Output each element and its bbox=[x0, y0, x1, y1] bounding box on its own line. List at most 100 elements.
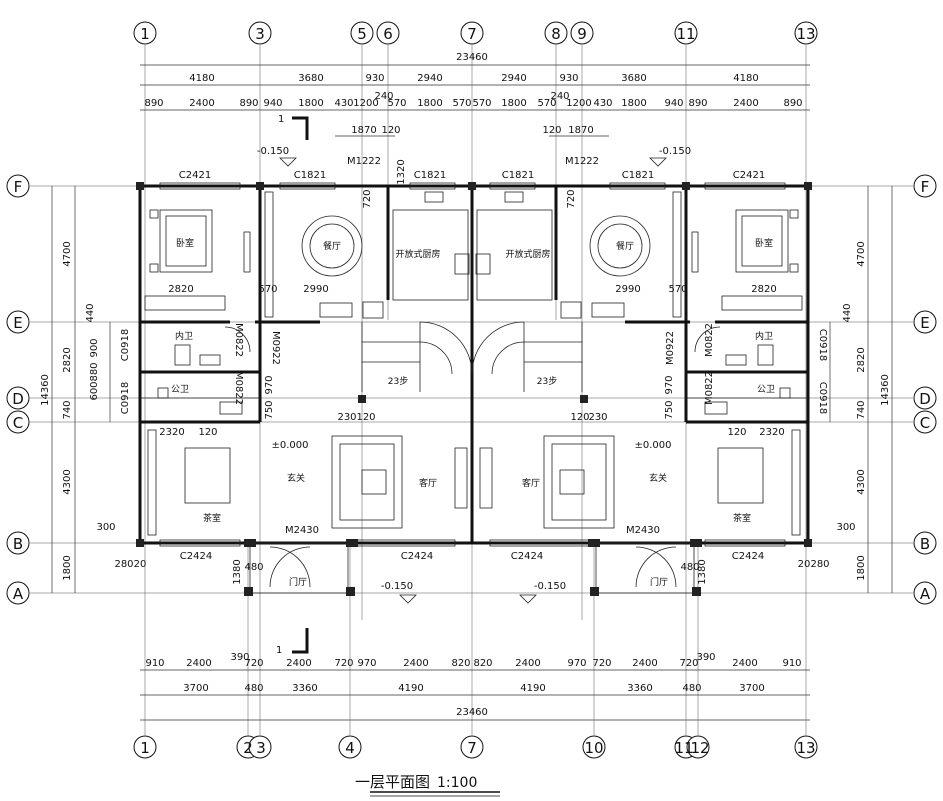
grid-label-top-6: 6 bbox=[383, 25, 393, 43]
room-living-right: 客厅 bbox=[522, 477, 540, 489]
dim-bot2-4: 4190 bbox=[398, 683, 423, 694]
dim-bot2-3: 3360 bbox=[292, 683, 317, 694]
grid-label-bottom-7: 7 bbox=[467, 739, 477, 757]
room-tea-right: 茶室 bbox=[733, 512, 751, 524]
dim-top2-9: 1800 bbox=[417, 98, 442, 109]
tag-elev-top-right: -0.150 bbox=[659, 146, 691, 157]
room-public-bath-right: 公卫 bbox=[757, 384, 775, 395]
tag-c2424-4: C2424 bbox=[732, 551, 764, 562]
dim-misc-120-l: 120 bbox=[198, 427, 217, 438]
grid-label-row-E-right: E bbox=[920, 314, 929, 332]
dim-top-1870-left: 1870 bbox=[351, 125, 376, 136]
dim-bot2-1: 3700 bbox=[183, 683, 208, 694]
dim-misc-120b-r: 120 bbox=[570, 412, 589, 423]
grid-label-top-13: 13 bbox=[796, 25, 815, 43]
dim-bot2-7: 480 bbox=[682, 683, 701, 694]
tag-elev-top-left: -0.150 bbox=[257, 146, 289, 157]
tag-c1821-2: C1821 bbox=[414, 170, 446, 181]
room-public-bath-left: 公卫 bbox=[171, 384, 189, 395]
dim-misc-1380-r: 1380 bbox=[697, 559, 708, 584]
tag-m2430-left: M2430 bbox=[285, 525, 319, 536]
dim-misc-280-r: 280 bbox=[810, 559, 829, 570]
dim-misc-230-r: 230 bbox=[588, 412, 607, 423]
grid-label-row-B-right: B bbox=[920, 535, 930, 553]
tag-c2421-left: C2421 bbox=[179, 170, 211, 181]
room-porch-left: 门厅 bbox=[289, 576, 307, 588]
tag-c0918-3: C0918 bbox=[817, 329, 828, 361]
dim-misc-230-l: 230 bbox=[337, 412, 356, 423]
room-foyer-right: 玄关 bbox=[649, 472, 667, 484]
dim-top-720-left: 720 bbox=[362, 189, 373, 208]
dim-top-6: 930 bbox=[559, 73, 578, 84]
drawing-scale-text: 1:100 bbox=[437, 775, 477, 791]
dim-top-7: 3680 bbox=[621, 73, 646, 84]
grid-label-top-7: 7 bbox=[467, 25, 477, 43]
dim-misc-970-r: 970 bbox=[664, 375, 675, 394]
dim-right-4: 740 bbox=[856, 400, 867, 419]
grid-label-top-1: 1 bbox=[140, 25, 150, 43]
dim-misc-20-l: 20 bbox=[134, 559, 147, 570]
room-inner-bath-right: 内卫 bbox=[755, 330, 773, 342]
dim-misc-120-r: 120 bbox=[727, 427, 746, 438]
room-dining-right: 餐厅 bbox=[616, 240, 634, 252]
room-foyer-left: 玄关 bbox=[287, 472, 305, 484]
dim-top2-8: 570 bbox=[387, 98, 406, 109]
dim-left-4: 740 bbox=[62, 400, 73, 419]
drawing-title-text: 一层平面图 bbox=[355, 773, 430, 791]
room-labels: 卧室 卧室 餐厅 餐厅 开放式厨房 开放式厨房 内卫 内卫 公卫 公卫 茶室 茶… bbox=[171, 237, 775, 588]
dim-top-4: 2940 bbox=[417, 73, 442, 84]
dim-bot-9: 820 bbox=[473, 658, 492, 669]
room-porch-right: 门厅 bbox=[650, 576, 668, 588]
tag-m2430-right: M2430 bbox=[626, 525, 660, 536]
room-dining-left: 餐厅 bbox=[323, 240, 341, 252]
grid-label-row-A-right: A bbox=[920, 585, 931, 603]
dim-misc-2820-l: 2820 bbox=[168, 284, 193, 295]
dim-misc-1380-l: 1380 bbox=[232, 559, 243, 584]
dim-misc-570-r: 570 bbox=[668, 284, 687, 295]
windows bbox=[147, 182, 801, 547]
stairs-label-right: 23步 bbox=[537, 376, 557, 387]
grid-label-bottom-13: 13 bbox=[796, 739, 815, 757]
dim-right-2: 440 bbox=[842, 303, 853, 322]
dim-top-1: 4180 bbox=[189, 73, 214, 84]
columns bbox=[136, 182, 812, 596]
top-grid-bubbles: 1 3 5 6 7 8 9 11 13 bbox=[133, 21, 818, 45]
dim-top2-15: 430 bbox=[593, 98, 612, 109]
dim-top-5: 2940 bbox=[501, 73, 526, 84]
dim-right-5: 4300 bbox=[856, 469, 867, 494]
dim-bot-4: 2400 bbox=[286, 658, 311, 669]
dim-misc-2320-l: 2320 bbox=[159, 427, 184, 438]
dim-misc-480-r: 480 bbox=[680, 562, 699, 573]
dim-top2-19: 2400 bbox=[733, 98, 758, 109]
tag-c0918-2: C0918 bbox=[120, 382, 131, 414]
dim-misc-2820-r: 2820 bbox=[751, 284, 776, 295]
dim-left-3: 2820 bbox=[62, 347, 73, 372]
dim-top2-10: 570 bbox=[452, 98, 471, 109]
dim-left-sub-2: 880 bbox=[89, 362, 100, 381]
grid-label-row-F-left: F bbox=[14, 178, 23, 196]
dim-misc-280-l: 280 bbox=[114, 559, 133, 570]
dim-misc-970-l: 970 bbox=[264, 375, 275, 394]
section-mark-bottom: 1 bbox=[276, 645, 282, 656]
dim-top-2: 3680 bbox=[298, 73, 323, 84]
tag-c1821-4: C1821 bbox=[622, 170, 654, 181]
tag-elev-zero-left: ±0.000 bbox=[271, 440, 308, 451]
grid-label-bottom-11: 11 bbox=[674, 739, 693, 757]
dim-bot-8: 820 bbox=[451, 658, 470, 669]
opening-tags: C2421 C2421 C1821 C1821 C1821 C1821 M122… bbox=[120, 146, 828, 604]
grid-label-bottom-2: 2 bbox=[243, 739, 253, 757]
dim-misc-570-l: 570 bbox=[258, 284, 277, 295]
tag-m0822-4: M0822 bbox=[704, 371, 715, 405]
dim-top-8: 4180 bbox=[733, 73, 758, 84]
dim-bot-6: 970 bbox=[357, 658, 376, 669]
dim-top2-1: 890 bbox=[144, 98, 163, 109]
dim-top2-12: 1800 bbox=[501, 98, 526, 109]
dim-misc-2990-r: 2990 bbox=[615, 284, 640, 295]
dim-misc-300-l: 300 bbox=[96, 522, 115, 533]
tag-m0822-3: M0822 bbox=[704, 323, 715, 357]
tag-c0918-1: C0918 bbox=[120, 329, 131, 361]
dim-left-total: 14360 bbox=[40, 374, 51, 406]
room-kitchen-left: 开放式厨房 bbox=[395, 248, 440, 260]
tag-m0922-left: M0922 bbox=[270, 331, 281, 365]
bottom-grid-bubbles: 1 2 3 4 7 10 11 12 13 bbox=[133, 735, 818, 759]
